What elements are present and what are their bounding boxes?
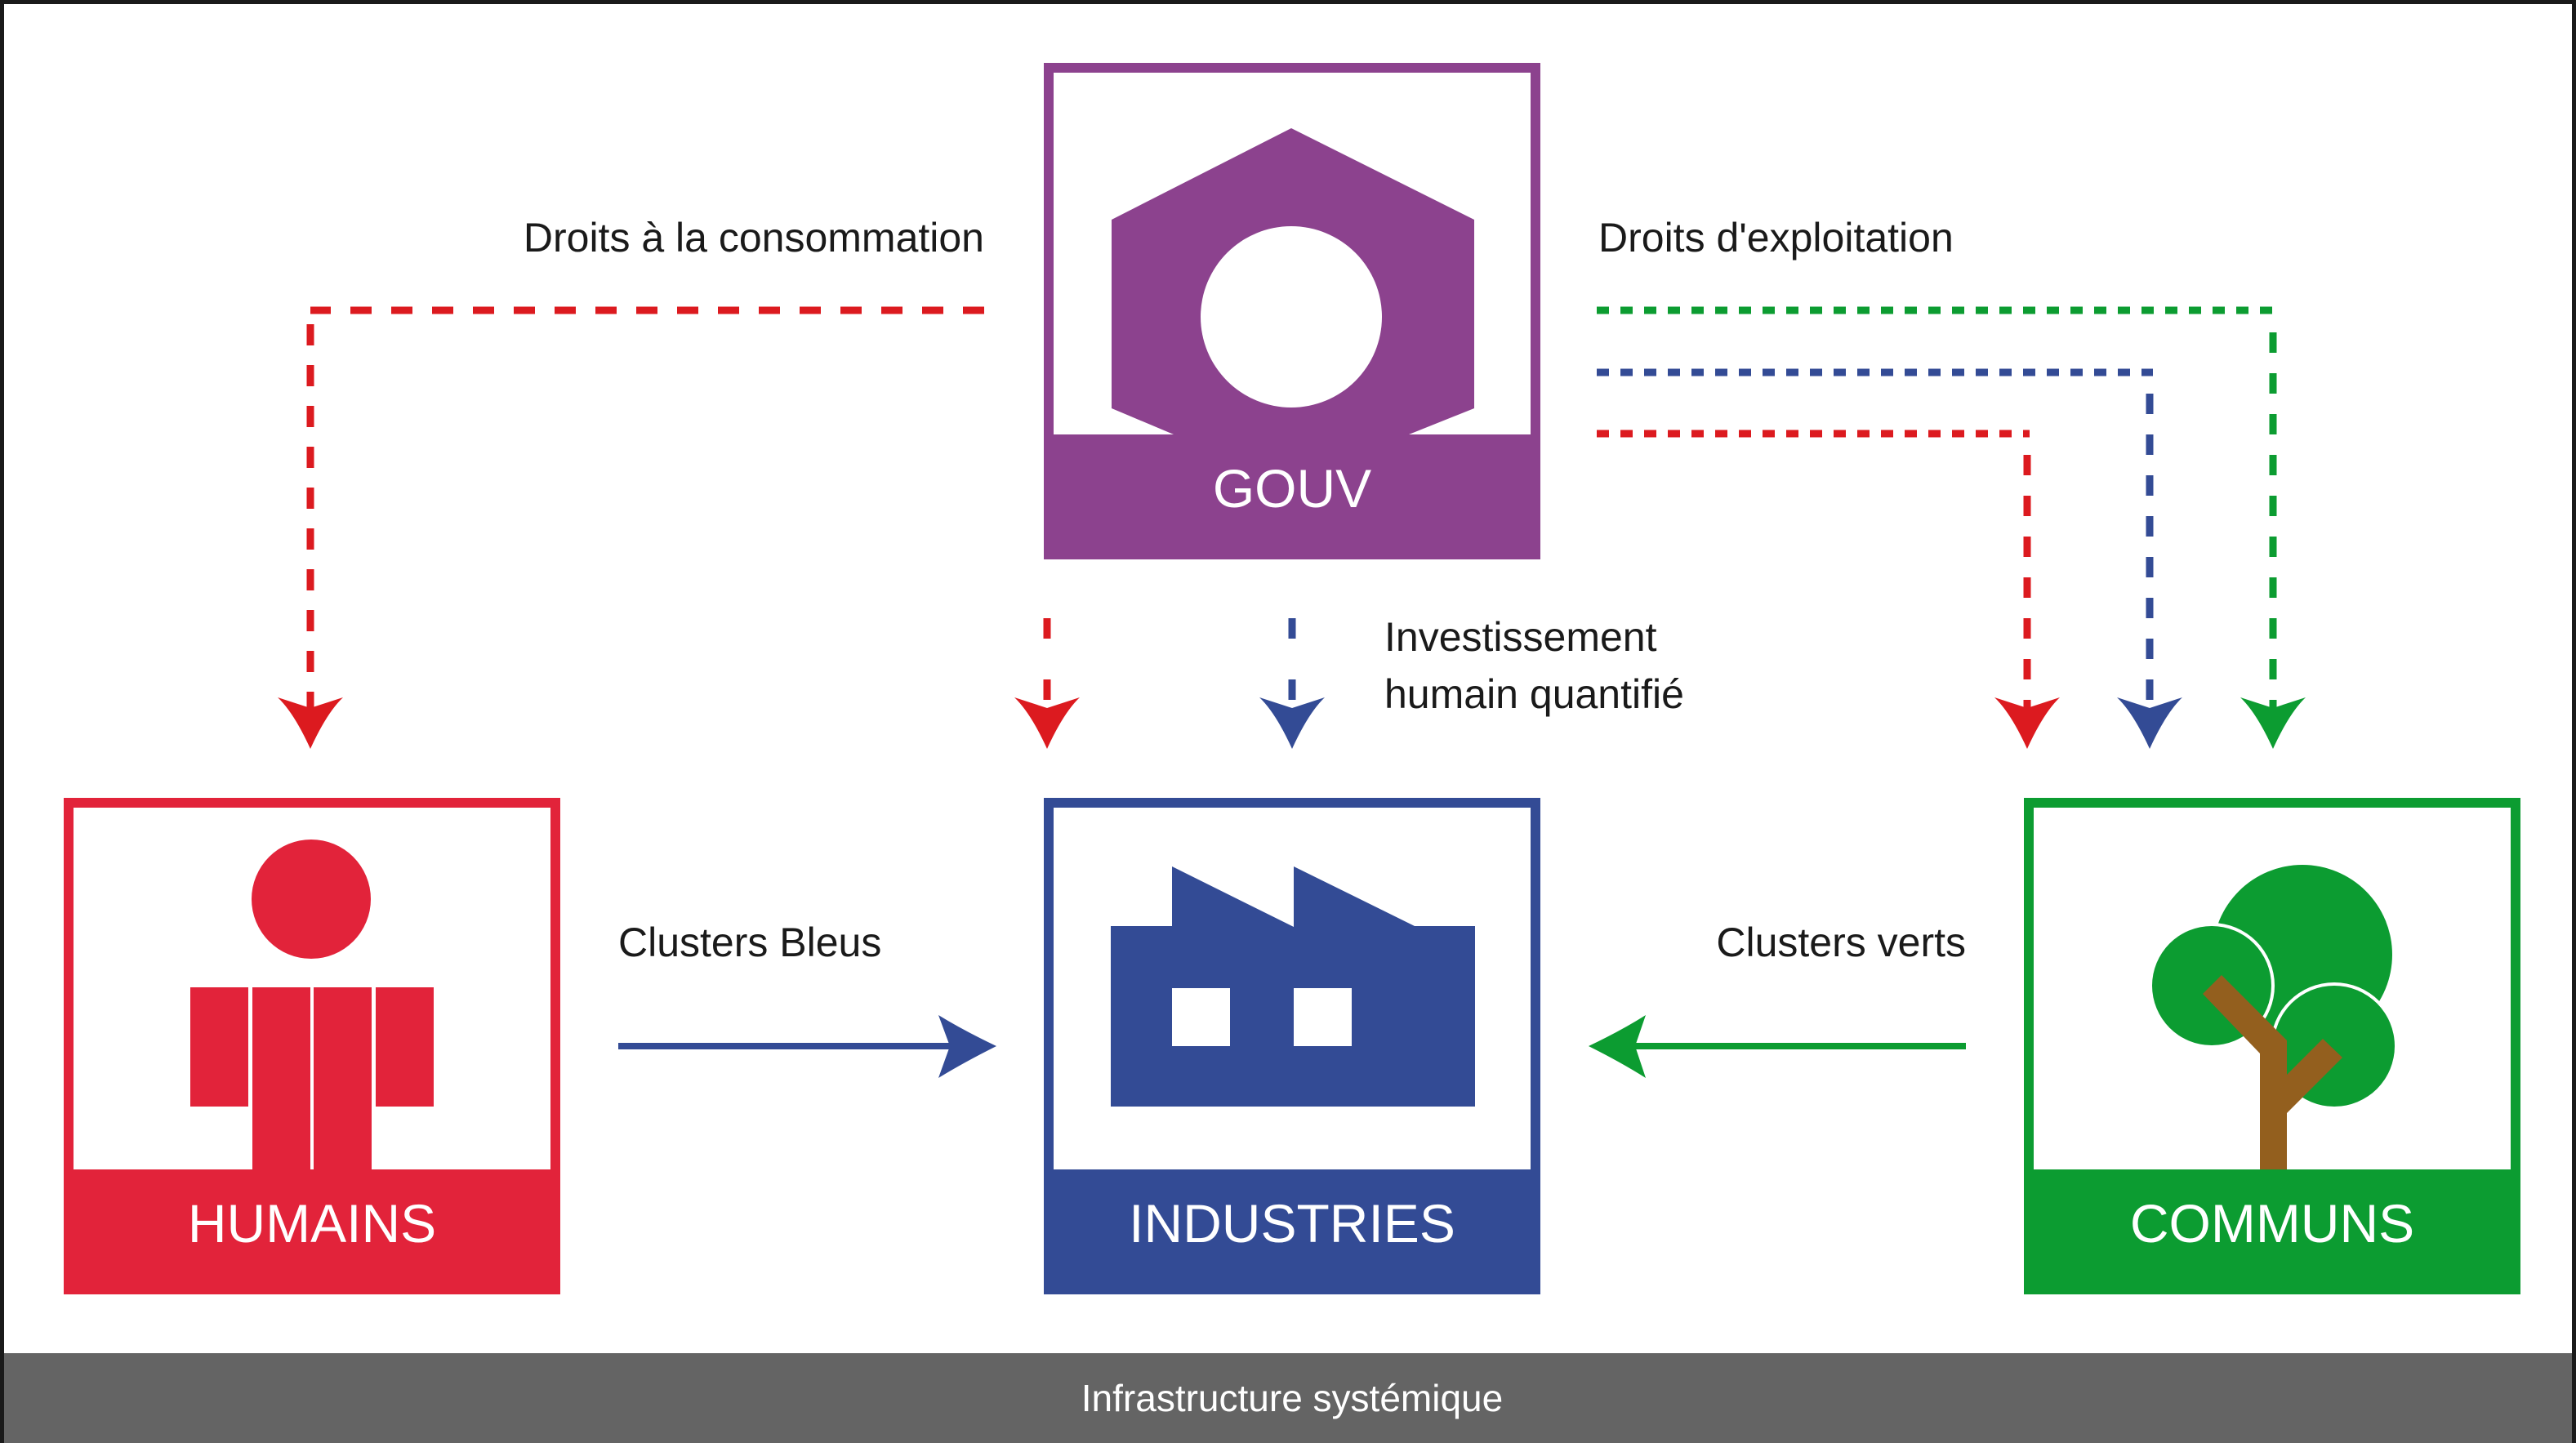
factory-icon — [1111, 866, 1475, 1107]
arrowhead-humains — [278, 697, 343, 749]
humains-label-band — [64, 1169, 560, 1294]
communs-label-band — [2024, 1169, 2520, 1294]
tree-icon — [2149, 865, 2398, 1172]
communs-label: COMMUNS — [2130, 1193, 2414, 1254]
node-humains[interactable]: HUMAINS — [64, 798, 560, 1294]
label-green-clusters: Clusters verts — [1716, 920, 1966, 965]
node-industries[interactable]: INDUSTRIES — [1044, 798, 1540, 1294]
arrowhead-industries-blue — [1259, 697, 1325, 749]
arrowhead-clusters-verts — [1589, 1015, 1646, 1078]
label-investment-line1: Investissement — [1384, 614, 1657, 660]
node-communs[interactable]: COMMUNS — [2024, 798, 2520, 1294]
gouv-label: GOUV — [1213, 458, 1371, 519]
edge-gouv-humains — [306, 306, 984, 715]
label-blue-clusters: Clusters Bleus — [618, 920, 881, 965]
arrowhead-clusters-bleus — [938, 1015, 996, 1078]
footer-label: Infrastructure systémique — [1081, 1377, 1503, 1419]
industries-label-band — [1044, 1169, 1540, 1294]
arrowhead-industries-red — [1014, 697, 1080, 749]
footer-bar: Infrastructure systémique — [4, 1353, 2572, 1443]
hex-nut-icon — [1112, 128, 1474, 434]
arrowhead-communs-red — [1994, 697, 2060, 749]
humains-label: HUMAINS — [188, 1193, 436, 1254]
arrowhead-communs-green — [2240, 697, 2306, 749]
edge-humains-industries — [618, 1015, 996, 1078]
edge-communs-industries — [1589, 1015, 1966, 1078]
arrowhead-communs-blue — [2117, 697, 2182, 749]
label-consumption-rights: Droits à la consommation — [524, 215, 984, 261]
node-gouv[interactable]: GOUV — [1044, 63, 1540, 559]
label-investment-line2: humain quantifié — [1384, 671, 1684, 717]
industries-label: INDUSTRIES — [1129, 1193, 1455, 1254]
gouv-label-band — [1044, 434, 1540, 559]
label-exploitation-rights: Droits d'exploitation — [1598, 215, 1954, 261]
